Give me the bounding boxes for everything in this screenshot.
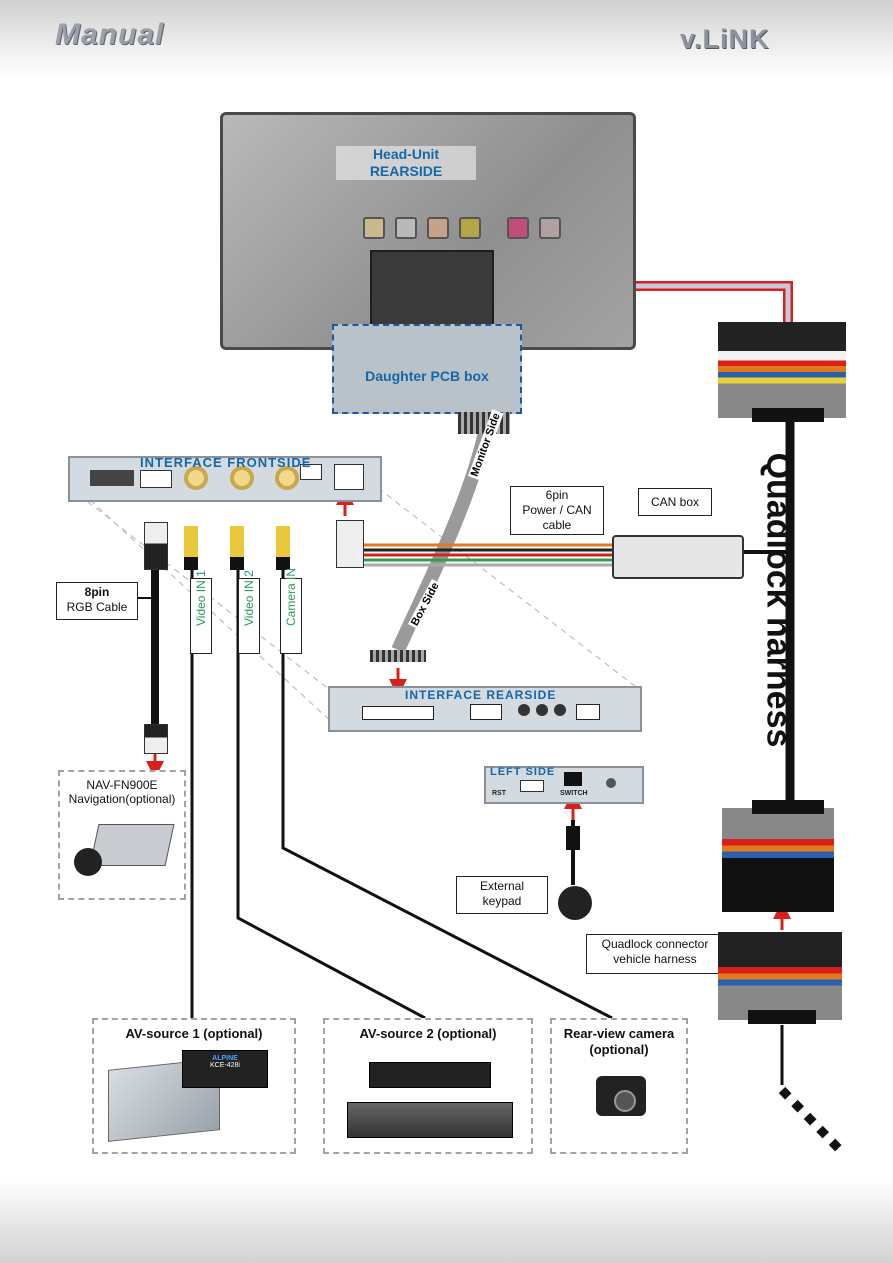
switch-port[interactable]	[564, 772, 582, 786]
fakra-port	[427, 217, 449, 239]
power-plug	[336, 520, 364, 568]
led	[606, 778, 616, 788]
interface-frontside	[68, 456, 382, 502]
nav-plug	[144, 724, 168, 754]
usb-port	[576, 704, 600, 720]
pin6-line3: cable	[542, 518, 572, 532]
av-source-2-box: AV-source 2 (optional)	[323, 1018, 533, 1154]
keypad-plug	[566, 826, 580, 850]
camera-in-label: Camera IN	[280, 567, 302, 654]
video-in-2-label: Video IN 2	[238, 570, 260, 654]
external-keypad-label: External keypad	[456, 876, 548, 914]
fakra-port	[395, 217, 417, 239]
fakra-port	[459, 217, 481, 239]
gps-antenna	[74, 848, 102, 876]
harness-strip	[748, 1010, 816, 1024]
interface-frontside-label: INTERFACE FRONTSIDE	[140, 455, 312, 470]
harness-strip	[752, 800, 824, 814]
manual-title: Manual	[55, 18, 165, 51]
video-in-1-label: Video IN 1	[190, 570, 212, 654]
pin8-line2: RGB Cable	[66, 600, 128, 614]
rgb-plug	[144, 522, 168, 570]
pin6-line1: 6pin	[545, 488, 569, 502]
navigation-box: NAV-FN900E Navigation(optional)	[58, 770, 186, 900]
keypad-line2: keypad	[482, 894, 522, 908]
rgb-port	[140, 470, 172, 488]
can-box-device	[612, 535, 744, 579]
navigation-line1: NAV-FN900E	[86, 778, 158, 792]
quadlock-socket	[370, 250, 494, 326]
pin8-cable-label: 8pin RGB Cable	[56, 582, 138, 620]
dvd-changer	[347, 1102, 513, 1138]
ribbon-port	[362, 706, 434, 720]
alpine-box: ALPINE KCE-428i	[182, 1050, 268, 1088]
dip-switch	[90, 470, 134, 486]
av-source-1-title: AV-source 1 (optional)	[125, 1026, 263, 1041]
mini-port	[470, 704, 502, 720]
head-unit-label-line2: REARSIDE	[369, 163, 443, 179]
brand-logo: v.LiNK	[680, 24, 770, 54]
video-in-2-jack	[230, 466, 254, 490]
fakra-port	[507, 217, 529, 239]
video-in-2-text: Video IN 2	[242, 570, 256, 626]
quadlock-connector-label: Quadlock connector vehicle harness	[586, 934, 724, 974]
switch-label: SWITCH	[560, 790, 588, 797]
ribbon-plug	[370, 650, 426, 662]
interface-rearside-label: INTERFACE REARSIDE	[405, 688, 557, 702]
video-in-1-jack	[184, 466, 208, 490]
camera-in-jack	[275, 466, 299, 490]
alpine-model: KCE-428i	[210, 1062, 240, 1069]
rear-camera-box: Rear-view camera (optional)	[550, 1018, 688, 1154]
vehicle-quadlock-connector	[718, 932, 842, 1020]
interface-rearside	[328, 686, 642, 732]
round-port	[554, 704, 566, 716]
harness-strip	[752, 408, 824, 422]
rear-camera-title-line2: (optional)	[589, 1042, 649, 1057]
rear-camera-title-line1: Rear-view camera	[563, 1026, 675, 1041]
footer-band	[0, 1180, 893, 1263]
quadlock-harness-label: Quadlock harness	[759, 452, 798, 748]
left-side-panel	[484, 766, 644, 804]
quadlock-connector-line2: vehicle harness	[613, 952, 697, 966]
fakra-port	[363, 217, 385, 239]
keypad-device	[558, 886, 592, 920]
daughter-pcb-label: Daughter PCB box	[365, 368, 489, 384]
can-box-label: CAN box	[638, 488, 712, 516]
camera-lens	[614, 1090, 636, 1112]
projection-lines	[69, 487, 641, 726]
quadlock-harness-bottom	[722, 808, 834, 912]
head-unit-label: Head-Unit REARSIDE	[336, 146, 476, 180]
av-source-1-box: AV-source 1 (optional) ALPINE KCE-428i	[92, 1018, 296, 1154]
alpine-brand: ALPINE	[212, 1055, 238, 1062]
av-source-2-title: AV-source 2 (optional)	[359, 1026, 497, 1041]
pin6-line2: Power / CAN	[522, 503, 592, 517]
fakra-port	[539, 217, 561, 239]
daughter-pcb-box	[332, 324, 522, 414]
video-in-1-text: Video IN 1	[194, 570, 208, 626]
pin8-line1: 8pin	[84, 585, 110, 599]
led-port	[300, 464, 322, 480]
head-unit-label-line1: Head-Unit	[372, 146, 440, 162]
rca-plug-1	[184, 526, 198, 570]
power-can-cable	[362, 543, 612, 567]
rst-label: RST	[492, 790, 506, 797]
pin6-cable-label: 6pin Power / CAN cable	[510, 486, 604, 535]
left-side-label: LEFT SIDE	[490, 766, 556, 778]
round-port	[518, 704, 530, 716]
rca-plug-camera	[276, 526, 290, 570]
power-port	[334, 464, 364, 490]
round-port	[536, 704, 548, 716]
navigation-line2: Navigation(optional)	[68, 792, 176, 806]
quadlock-harness-top	[718, 322, 846, 418]
camera-in-text: Camera IN	[284, 567, 298, 626]
dvd-player	[369, 1062, 491, 1088]
quadlock-connector-line1: Quadlock connector	[601, 937, 709, 951]
keypad-line1: External	[479, 879, 525, 893]
usb-port	[520, 780, 544, 792]
rca-plug-2	[230, 526, 244, 570]
navigation-device	[89, 824, 175, 866]
header-band	[0, 0, 893, 80]
